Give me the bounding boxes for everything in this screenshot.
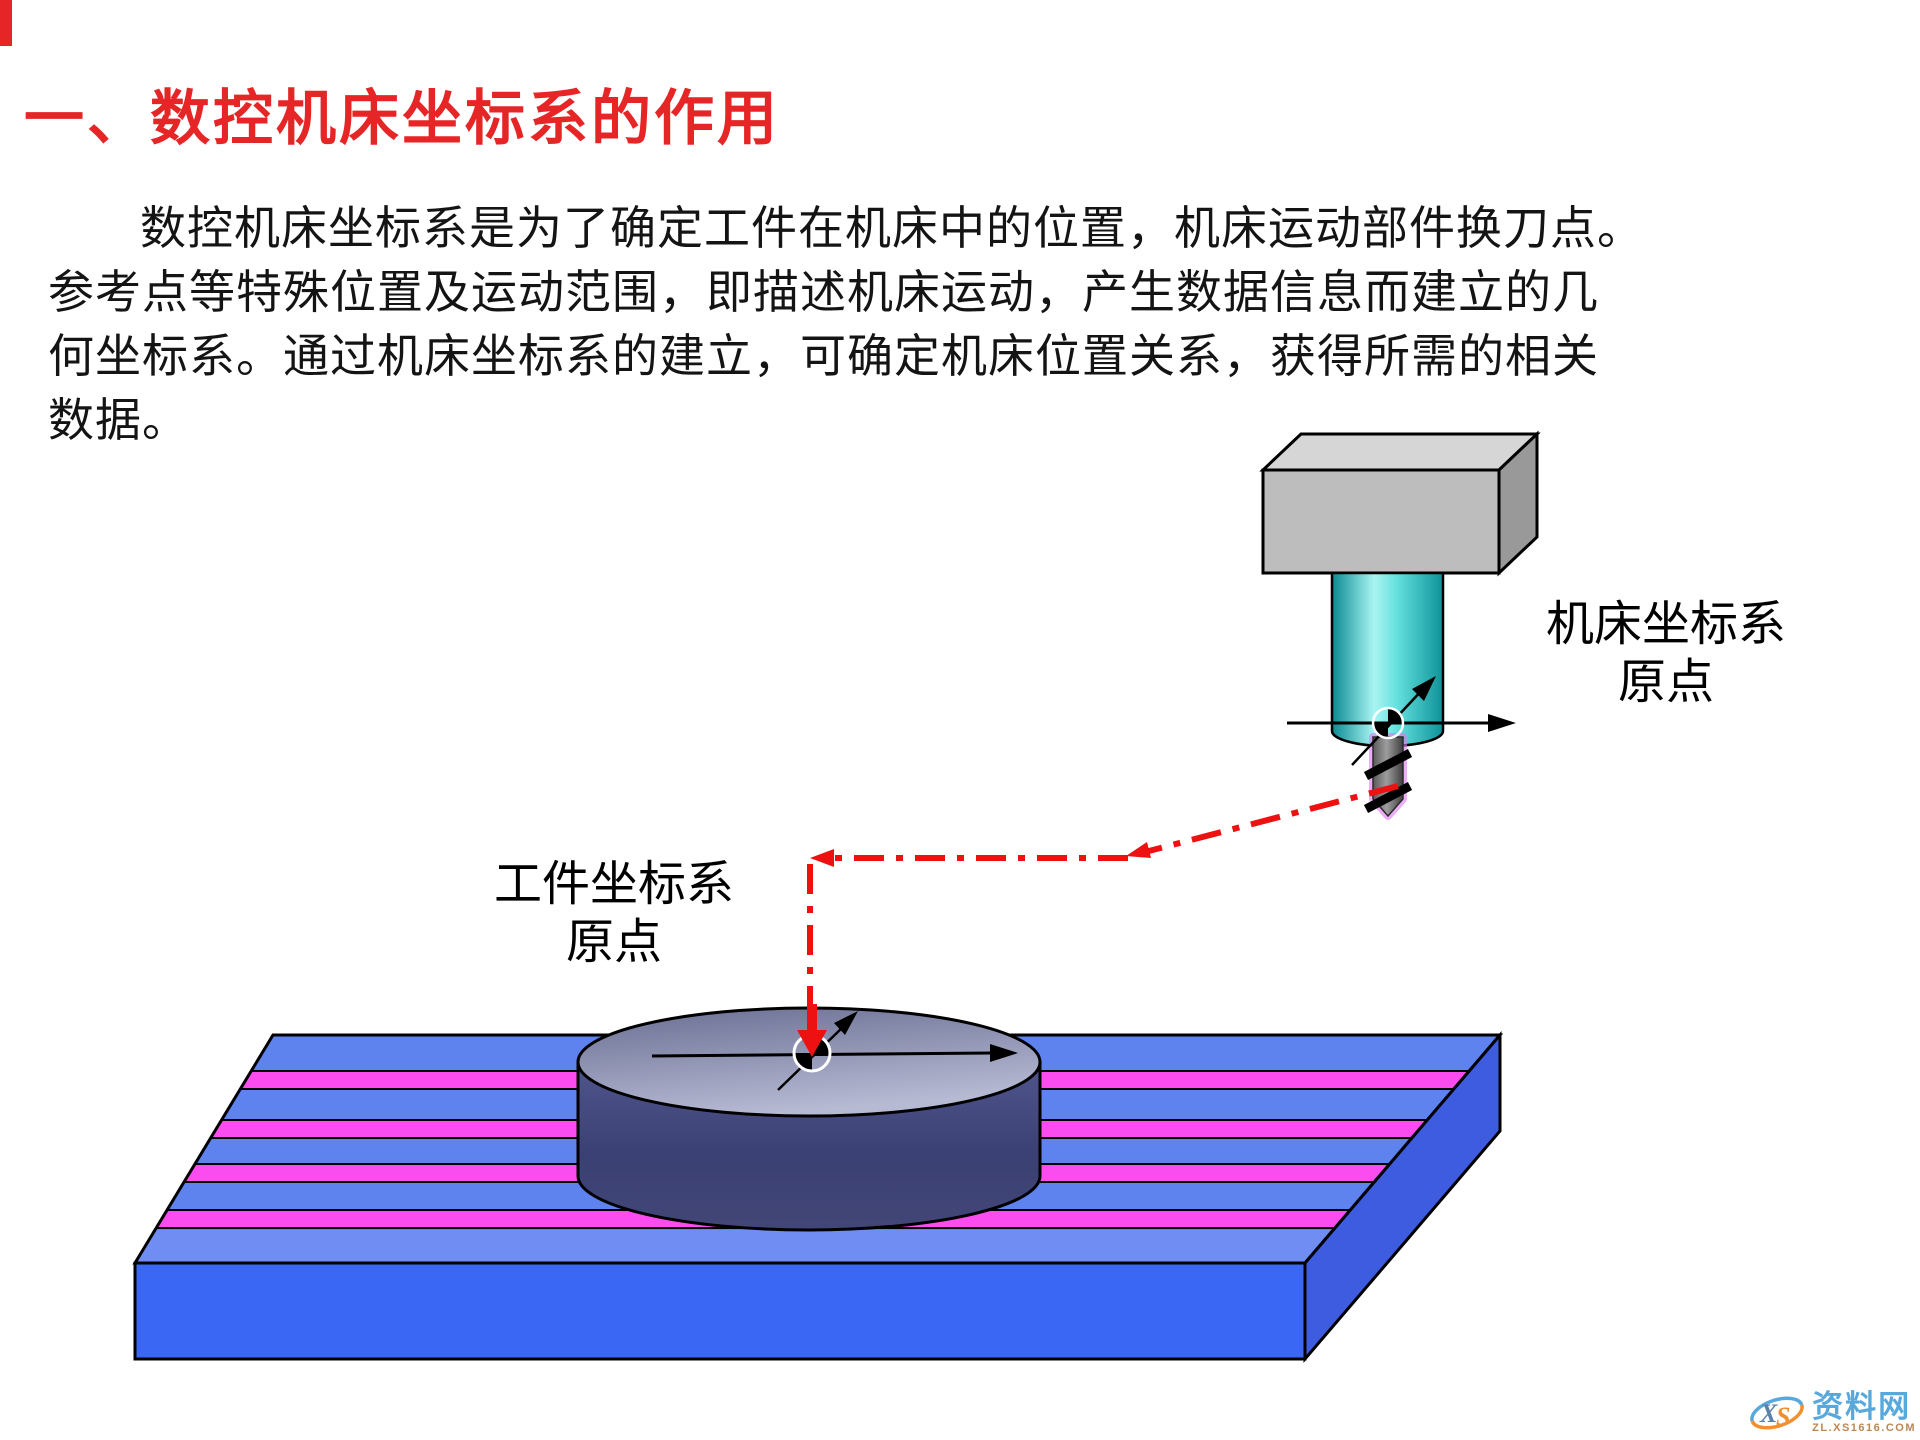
workpiece-origin-label-line1: 工件坐标系 xyxy=(493,858,734,911)
origin-offset-path xyxy=(797,783,1399,1057)
machine-origin-label: 机床坐标系 原点 xyxy=(1538,596,1794,712)
paragraph-line: 数据。 xyxy=(48,394,189,446)
watermark-site-name: 资料网 xyxy=(1812,1388,1912,1424)
spindle-cylinder xyxy=(1330,571,1445,748)
workpiece-origin-label-line2: 原点 xyxy=(565,916,662,969)
title-accent-bar xyxy=(0,0,12,46)
watermark-logo-x: X xyxy=(1759,1399,1778,1428)
watermark-site-url: ZL.XS1616.COM xyxy=(1812,1421,1916,1434)
intro-paragraph: 数控机床坐标系是为了确定工件在机床中的位置，机床运动部件换刀点。 参考点等特殊位… xyxy=(48,196,1644,452)
machine-origin-label-line2: 原点 xyxy=(1617,656,1714,709)
watermark-logo-icon: X S xyxy=(1750,1396,1804,1431)
workpiece-origin-label: 工件坐标系 原点 xyxy=(486,856,742,972)
drill-bit xyxy=(1363,733,1413,820)
paragraph-line: 参考点等特殊位置及运动范围，即描述机床运动，产生数据信息而建立的几 xyxy=(48,266,1599,318)
spindle-head xyxy=(1259,430,1541,577)
paragraph-line: 数控机床坐标系是为了确定工件在机床中的位置，机床运动部件换刀点。 xyxy=(140,202,1644,254)
machine-origin-label-line1: 机床坐标系 xyxy=(1545,598,1786,651)
watermark-logo-s: S xyxy=(1776,1402,1790,1431)
watermark: X S 资料网 ZL.XS1616.COM xyxy=(1747,1388,1916,1436)
paragraph-line: 何坐标系。通过机床坐标系的建立，可确定机床位置关系，获得所需的相关 xyxy=(48,330,1599,382)
page-title: 一、数控机床坐标系的作用 xyxy=(24,85,780,152)
machine-origin-marker xyxy=(1371,706,1405,740)
